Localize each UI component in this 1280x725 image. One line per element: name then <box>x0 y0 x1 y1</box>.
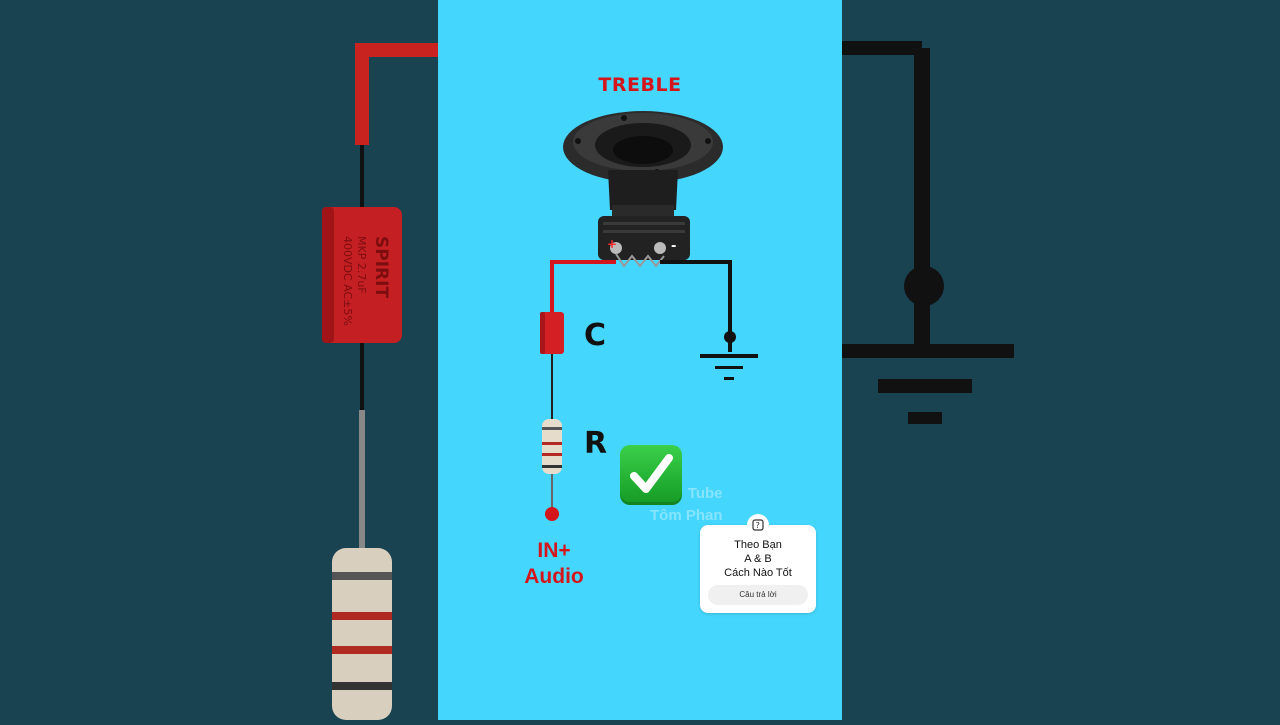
svg-text:400VDC AC±5%: 400VDC AC±5% <box>341 236 354 326</box>
tweeter-speaker <box>563 111 723 268</box>
resistor-label: R <box>584 426 608 461</box>
right-backdrop-graphic <box>0 41 1014 424</box>
capacitor <box>540 312 564 354</box>
watermark-line: Tôm Phan <box>650 507 723 524</box>
watermark-line: Tube <box>687 485 723 502</box>
left-backdrop-zoom: SPIRIT MKP 2.7uF 400VDC AC±5% <box>0 0 438 720</box>
question-text: Theo Bạn A & B Cách Nào Tốt <box>700 538 816 580</box>
resistor <box>542 419 562 474</box>
input-label: IN+ Audio <box>508 538 600 590</box>
answer-button[interactable]: Câu trả lời <box>708 585 808 605</box>
positive-wire <box>550 260 616 312</box>
circuit-diagram: + - <box>540 111 758 521</box>
terminal-plus: + <box>607 237 617 251</box>
channel-watermark: Tube Tôm Phan <box>650 483 723 527</box>
svg-text:MKP 2.7uF: MKP 2.7uF <box>355 236 368 294</box>
question-line: Theo Bạn <box>734 539 782 551</box>
question-line: Cách Nào Tốt <box>724 567 792 579</box>
question-mark-icon: ? <box>747 514 769 536</box>
circuit-panel: TREBLE + - <box>438 0 842 720</box>
diagram-title: TREBLE <box>598 74 682 96</box>
resistor-zoom <box>332 548 392 720</box>
input-label-line: IN+ <box>537 539 571 562</box>
negative-wire <box>660 260 732 352</box>
ground-symbol <box>700 354 758 380</box>
left-backdrop-graphic: SPIRIT MKP 2.7uF 400VDC AC±5% <box>322 43 438 720</box>
terminal-minus: - <box>671 239 676 254</box>
green-check-icon <box>620 445 682 505</box>
input-terminal <box>545 507 559 521</box>
input-label-line: Audio <box>524 565 584 588</box>
question-line: A & B <box>744 553 772 565</box>
capacitor-zoom <box>322 207 402 343</box>
svg-text:?: ? <box>756 521 760 530</box>
capacitor-label: C <box>584 318 607 353</box>
svg-text:SPIRIT: SPIRIT <box>371 236 391 298</box>
question-sticker[interactable]: ? Theo Bạn A & B Cách Nào Tốt Câu trả lờ… <box>700 514 816 613</box>
